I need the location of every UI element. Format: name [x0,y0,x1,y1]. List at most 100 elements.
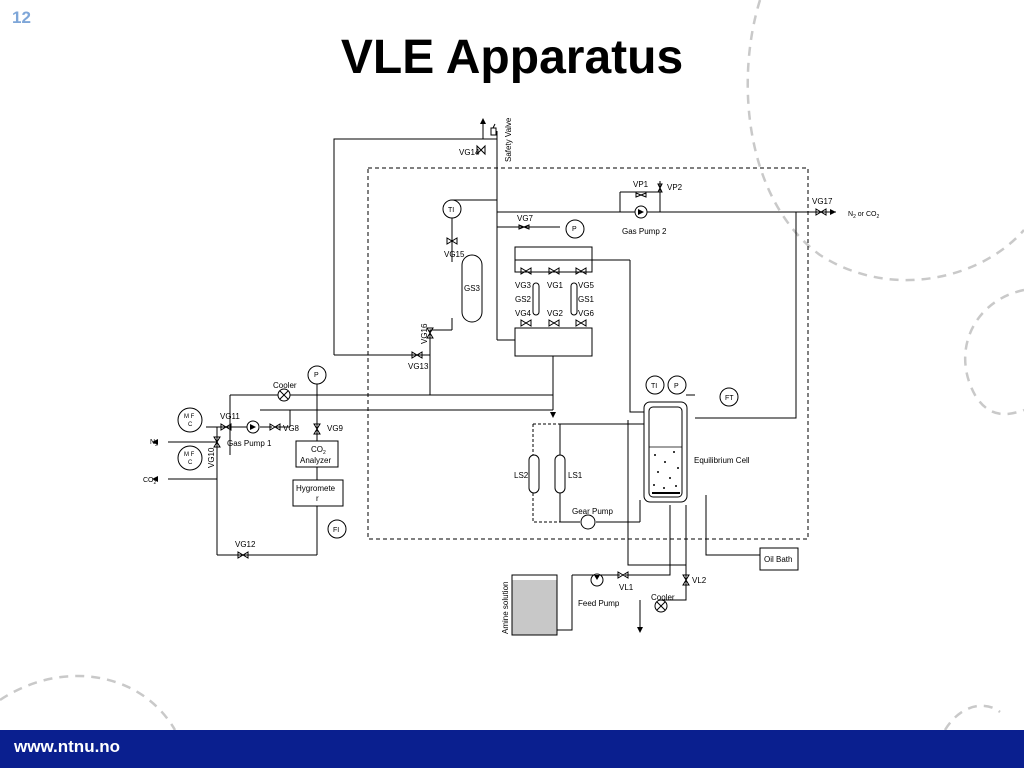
label-vg1: VG1 [547,281,564,290]
label-p-cell: P [674,383,679,390]
valve-vg8 [269,423,281,431]
gs2-column [532,282,540,316]
label-vg5: VG5 [578,281,595,290]
label-hygrometer-1: Hygromete [296,484,336,493]
label-equilibrium-cell: Equilibrium Cell [694,456,750,465]
label-vg13: VG13 [408,362,429,371]
valve-vg5 [575,267,587,275]
label-vg7: VG7 [517,214,534,223]
label-co2: CO2 [143,477,157,486]
cooler-crosses [279,390,666,611]
label-vp1: VP1 [633,180,649,189]
valve-vg2 [548,319,560,327]
valve-vg16 [426,327,434,339]
ti-cell-circle [645,375,665,395]
cell-bubbles [652,451,680,494]
label-p-top: P [572,226,577,233]
amine-liquid [512,580,557,635]
oil-bath-box [759,547,799,571]
valve-vl2 [682,574,690,586]
label-gs2: GS2 [515,295,532,304]
label-mfc-top-2: C [188,422,193,428]
decorative-arcs [0,0,1024,731]
footer-band [0,730,1024,768]
ls2-column [528,454,540,494]
label-vp2: VP2 [667,183,683,192]
label-vg16: VG16 [420,323,429,344]
label-gas-pump-1: Gas Pump 1 [227,439,272,448]
label-vg4: VG4 [515,309,532,318]
label-co2-analyzer-1: CO2 [311,445,326,456]
valve-vl1 [617,571,629,579]
valve-vp1 [635,192,647,198]
mfc-bottom-circle [177,445,203,471]
slide-title: VLE Apparatus [340,31,684,84]
valve-vg12 [237,551,249,559]
label-safety-valve: Safety Valve [504,117,513,162]
mfc-top-circle [177,407,203,433]
label-vg2: VG2 [547,309,564,318]
label-vg8: VG8 [283,424,300,433]
p-mid-circle [307,365,327,385]
label-amine-solution: Amine solution [501,582,510,634]
gs3-vessel [461,254,483,323]
valves [213,144,827,586]
gear-pump-icon [580,514,596,530]
valve-vg15 [446,237,458,245]
label-hygrometer-2: r [316,494,319,503]
label-oil-bath: Oil Bath [764,555,792,564]
valve-vg4 [520,319,532,327]
slide-number: 12 [12,8,31,27]
fi-circle [327,519,347,539]
valve-vg13 [411,351,423,359]
label-vg9: VG9 [327,424,344,433]
label-gs3: GS3 [464,284,481,293]
valve-vg11 [220,423,232,431]
label-ti-top: TI [448,207,454,214]
label-co2-analyzer-2: Analyzer [300,456,331,465]
arrows [152,118,836,633]
label-gear-pump: Gear Pump [572,507,613,516]
label-cooler-bottom: Cooler [651,593,675,602]
p-top-circle [565,219,585,239]
valve-vg3 [520,267,532,275]
label-vl1: VL1 [619,583,634,592]
equilibrium-cell-inner [648,406,683,498]
safety-valve-icon [490,123,497,136]
label-cooler-top: Cooler [273,381,297,390]
label-ti-cell: TI [651,383,657,390]
label-mfc-bottom-1: M F [184,452,195,458]
label-vg10: VG10 [207,447,216,468]
label-vg15: VG15 [444,250,465,259]
label-gas-pump-2: Gas Pump 2 [622,227,667,236]
ti-top-circle [442,199,462,219]
label-vg12: VG12 [235,540,256,549]
label-vg6: VG6 [578,309,595,318]
valve-vg17 [815,208,827,216]
hygrometer-box [292,479,344,507]
ft-circle [719,387,739,407]
enclosure-boundary [367,167,809,540]
valve-vp2 [657,183,663,193]
label-ls1: LS1 [568,471,583,480]
label-ft: FT [725,395,734,402]
gs1-column [570,282,578,316]
valve-vg1 [548,267,560,275]
label-vl2: VL2 [692,576,707,585]
co2-analyzer-box [295,440,339,468]
label-vg14: VG14 [459,148,480,157]
label-fi: FI [333,527,339,534]
piping [168,121,836,631]
label-vg3: VG3 [515,281,532,290]
ls1-column [554,454,566,494]
valve-vg7 [518,224,530,230]
label-gas-supply: N2 or CO2 [848,211,879,220]
footer-url: www.ntnu.no [14,737,121,756]
valve-vg14 [476,144,486,156]
label-mfc-top-1: M F [184,414,195,420]
label-gs1: GS1 [578,295,595,304]
label-ls2: LS2 [514,471,529,480]
label-vg17: VG17 [812,197,833,206]
p-cell-circle [667,375,687,395]
